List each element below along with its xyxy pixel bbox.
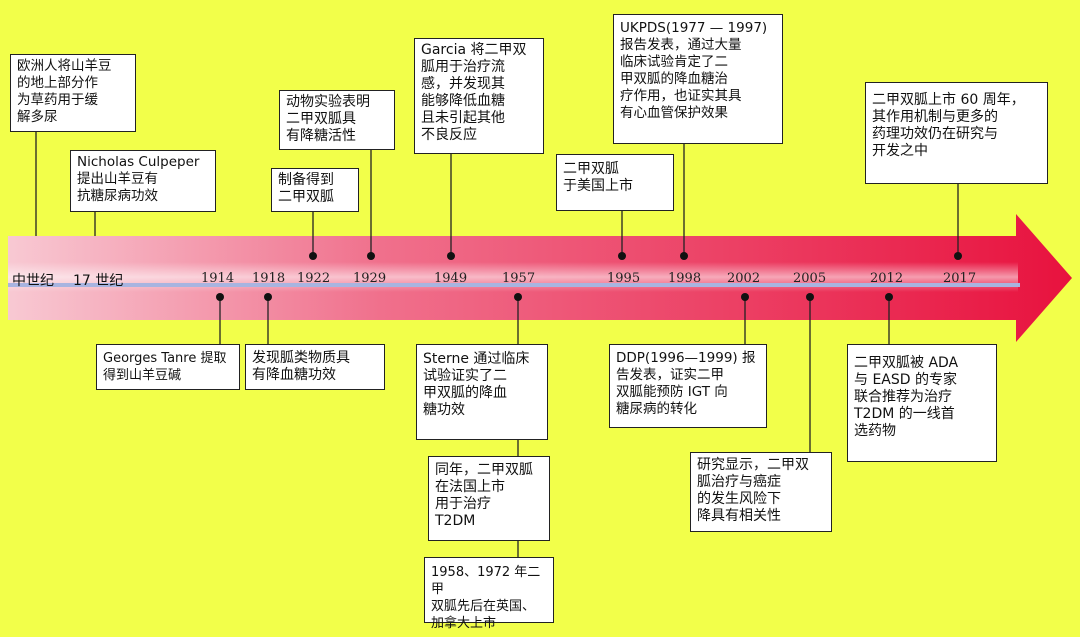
year-label: 1957 xyxy=(502,271,536,286)
year-label: 1918 xyxy=(252,271,286,286)
era-label: 17 世纪 xyxy=(73,273,124,289)
year-label: 1929 xyxy=(353,271,387,286)
year-label: 1922 xyxy=(297,271,331,286)
event-dot xyxy=(309,252,317,260)
event-box-1958-1972: 1958、1972 年二甲 双胍先后在英国、 加拿大上市 xyxy=(424,557,554,631)
era-label: 中世纪 xyxy=(12,273,54,289)
event-box-1929: 动物实验表明 二甲双胍具 有降糖活性 xyxy=(279,90,395,150)
year-label: 2005 xyxy=(793,271,827,286)
event-dot xyxy=(680,252,688,260)
event-dot xyxy=(367,252,375,260)
year-label: 1998 xyxy=(668,271,702,286)
year-label: 2002 xyxy=(727,271,761,286)
event-box-2012: 二甲双胍被 ADA 与 EASD 的专家 联合推荐为治疗 T2DM 的一线首 选… xyxy=(847,344,997,462)
event-box-1957: Sterne 通过临床 试验证实了二 甲双胍的降血 糖功效 xyxy=(416,344,548,440)
event-box-2005: 研究显示，二甲双 胍治疗与癌症 的发生风险下 降具有相关性 xyxy=(690,452,832,532)
event-box-1995: 二甲双胍 于美国上市 xyxy=(556,154,674,211)
event-box-1914: Georges Tanre 提取 得到山羊豆碱 xyxy=(96,344,240,390)
event-dot xyxy=(264,293,272,301)
event-box-1918: 发现胍类物质具 有降血糖功效 xyxy=(245,344,385,390)
event-dot xyxy=(618,252,626,260)
year-label: 2017 xyxy=(943,271,977,286)
year-label: 2012 xyxy=(870,271,904,286)
event-dot xyxy=(514,293,522,301)
event-box-1922: 制备得到 二甲双胍 xyxy=(271,168,359,212)
event-box-medieval: 欧洲人将山羊豆 的地上部分作 为草药用于缓 解多尿 xyxy=(10,54,136,132)
event-dot xyxy=(954,252,962,260)
year-label: 1995 xyxy=(607,271,641,286)
event-dot xyxy=(885,293,893,301)
event-box-1998: UKPDS(1977 — 1997) 报告发表，通过大量 临床试验肯定了二 甲双… xyxy=(613,14,783,144)
event-dot xyxy=(741,293,749,301)
year-label: 1949 xyxy=(434,271,468,286)
event-dot xyxy=(216,293,224,301)
event-box-1949: Garcia 将二甲双 胍用于治疗流 感，并发现其 能够降低血糖 且未引起其他 … xyxy=(414,38,544,154)
timeline-axis-line xyxy=(8,283,1020,287)
event-box-17th-century: Nicholas Culpeper 提出山羊豆有 抗糖尿病功效 xyxy=(70,150,216,212)
event-box-2017: 二甲双胍上市 60 周年， 其作用机制与更多的 药理功效仍在研究与 开发之中 xyxy=(865,82,1048,184)
year-label: 1914 xyxy=(201,271,235,286)
event-dot xyxy=(806,293,814,301)
event-box-1957-france: 同年，二甲双胍 在法国上市 用于治疗 T2DM xyxy=(428,456,550,541)
event-dot xyxy=(447,252,455,260)
event-box-2002: DDP(1996—1999) 报 告发表，证实二甲 双胍能预防 IGT 向 糖尿… xyxy=(609,344,767,428)
